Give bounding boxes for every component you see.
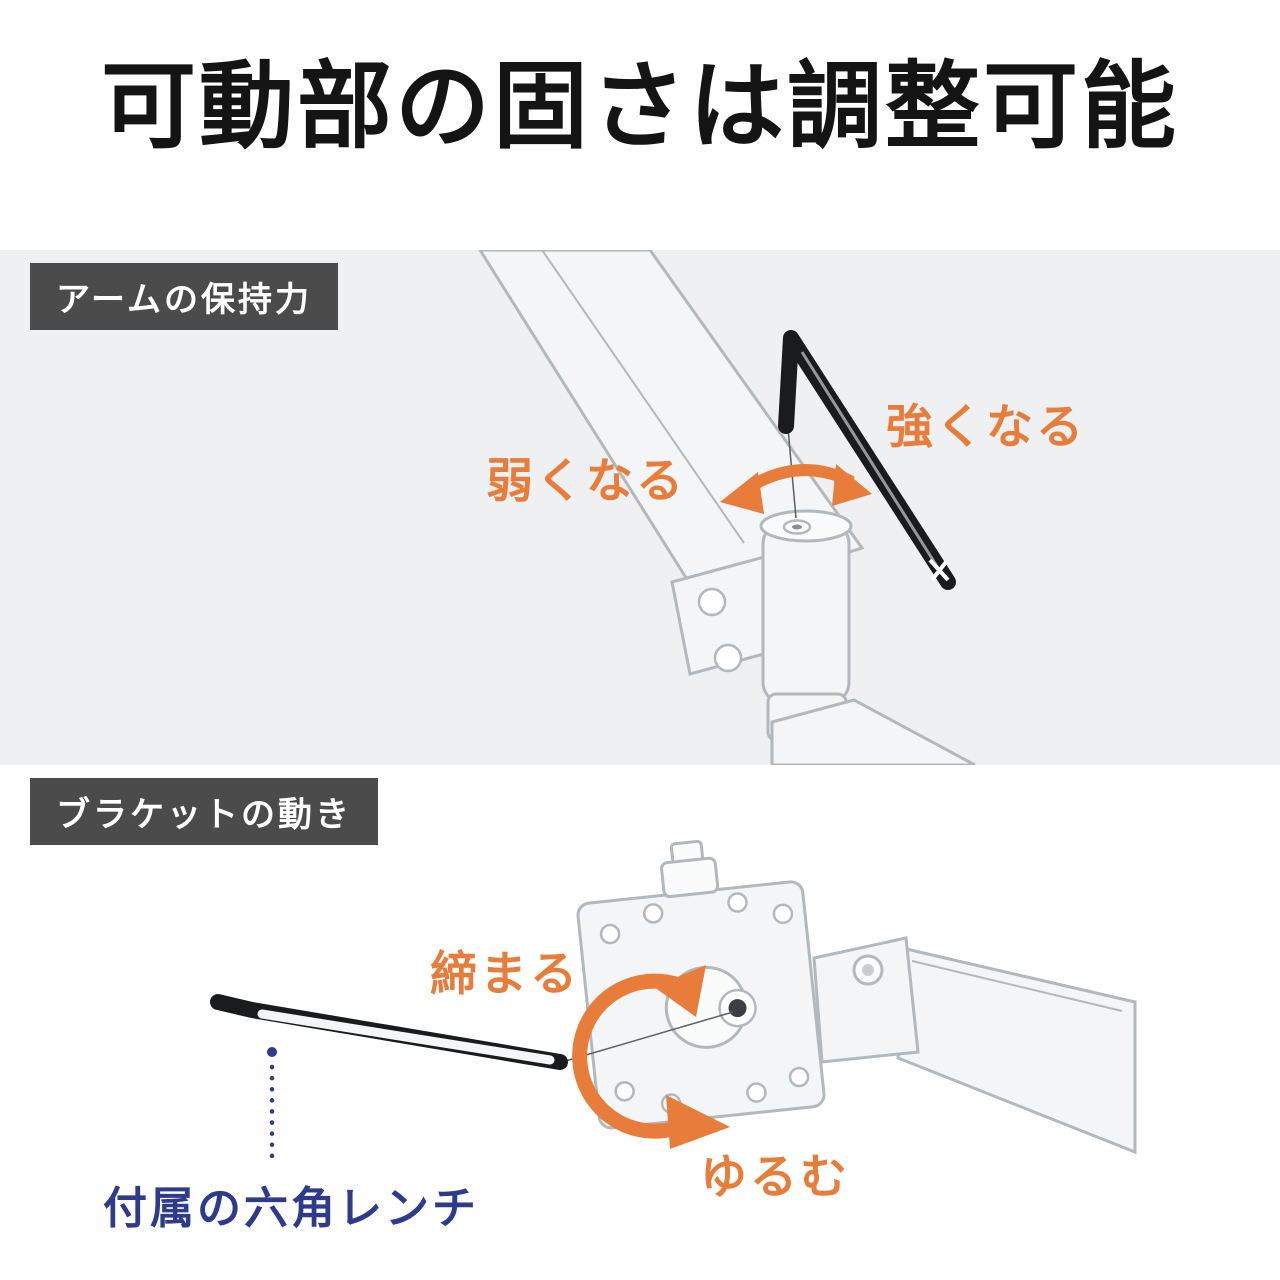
hex-wrench-icon [210,994,568,1070]
rotation-arrow-icon [720,464,872,514]
pointer-line [561,1011,734,1063]
dotted-leader-line [267,1047,277,1165]
page-title: 可動部の固さは調整可能 [100,54,1179,160]
section-bracket-movement: ブラケットの動き 締まる ゆるむ 付属の六角レンチ [0,765,1280,1280]
bracket-illustration [210,839,1137,1165]
stronger-label: 強くなる [886,400,1086,453]
rotation-arrow-icon [572,965,730,1149]
tighten-label: 締まる [430,947,580,1000]
section-arm-holding-force: アームの保持力 弱くなる 強くなる [0,250,1280,765]
vesa-bracket-graphic [576,839,1137,1155]
monitor-arm-graphic [478,250,976,765]
weaker-label: 弱くなる [486,454,686,507]
bracket-section-label: ブラケットの動き [30,778,378,845]
hex-wrench-icon [778,330,956,590]
arm-illustration [478,250,976,765]
loosen-label: ゆるむ [700,1150,850,1203]
wrench-note-label: 付属の六角レンチ [103,1184,479,1233]
arm-section-label: アームの保持力 [30,263,338,330]
